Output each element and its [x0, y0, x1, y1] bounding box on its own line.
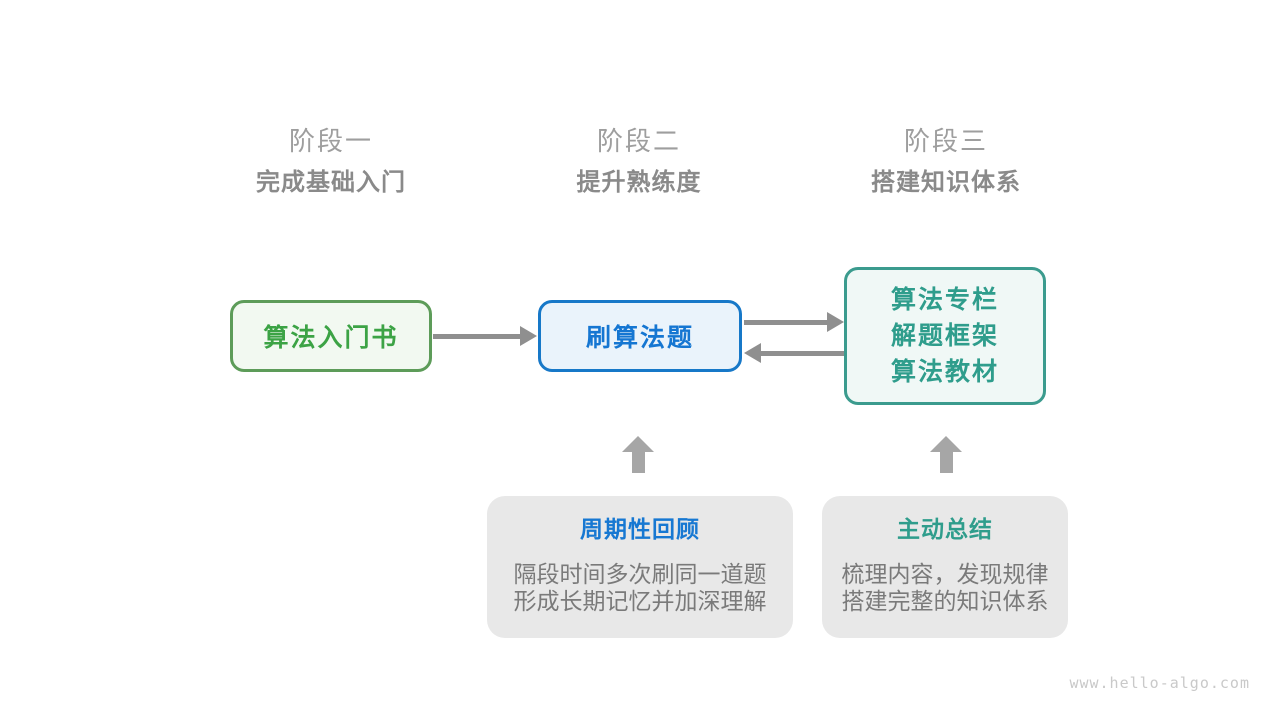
- arrow-stem: [631, 452, 645, 473]
- stage-2-header: 阶段二 提升熟练度: [479, 126, 799, 196]
- callout-summary-body-line-1: 梳理内容，发现规律: [841, 561, 1049, 587]
- node-knowledge-resources: 算法专栏 解题框架 算法教材: [844, 267, 1046, 405]
- stage-1-label: 阶段一: [288, 126, 373, 156]
- callout-review-title: 周期性回顾: [580, 516, 700, 542]
- callout-summary-title: 主动总结: [897, 516, 993, 542]
- stage-3-header: 阶段三 搭建知识体系: [786, 126, 1106, 196]
- arrow-head: [520, 326, 537, 346]
- arrow-right-icon-practice-to-resources: [744, 312, 844, 332]
- arrow-left-icon-resources-to-practice: [744, 343, 844, 363]
- callout-review-body-line-2: 形成长期记忆并加深理解: [513, 588, 767, 614]
- arrow-head: [622, 436, 654, 452]
- callout-periodic-review: 周期性回顾 隔段时间多次刷同一道题 形成长期记忆并加深理解: [487, 496, 793, 638]
- stage-1-subtitle: 完成基础入门: [256, 169, 406, 196]
- callout-summary-body-line-2: 搭建完整的知识体系: [841, 588, 1049, 614]
- stage-3-subtitle: 搭建知识体系: [871, 169, 1021, 196]
- node-intro-book-label: 算法入门书: [263, 324, 399, 352]
- node-practice-problems: 刷算法题: [538, 300, 742, 372]
- stage-1-header: 阶段一 完成基础入门: [171, 126, 491, 196]
- node-resources-line-1: 算法专栏: [890, 286, 999, 314]
- arrow-stem: [939, 452, 953, 473]
- node-resources-line-2: 解题框架: [890, 322, 999, 350]
- node-resources-line-3: 算法教材: [890, 358, 999, 386]
- arrow-up-icon-review: [622, 436, 654, 473]
- arrow-shaft: [744, 320, 829, 325]
- arrow-head: [744, 343, 761, 363]
- stage-3-label: 阶段三: [903, 126, 988, 156]
- callout-review-body-line-1: 隔段时间多次刷同一道题: [513, 561, 767, 587]
- node-intro-book: 算法入门书: [230, 300, 432, 372]
- stage-2-subtitle: 提升熟练度: [576, 169, 702, 196]
- callout-active-summary: 主动总结 梳理内容，发现规律 搭建完整的知识体系: [822, 496, 1068, 638]
- stage-2-label: 阶段二: [596, 126, 681, 156]
- callout-review-body: 隔段时间多次刷同一道题 形成长期记忆并加深理解: [487, 561, 793, 615]
- arrow-shaft: [433, 334, 522, 339]
- node-practice-label: 刷算法题: [585, 324, 694, 352]
- watermark: www.hello-algo.com: [1069, 674, 1250, 692]
- arrow-head: [827, 312, 844, 332]
- arrow-right-icon-intro-to-practice: [433, 326, 537, 346]
- callout-summary-body: 梳理内容，发现规律 搭建完整的知识体系: [822, 561, 1068, 615]
- arrow-shaft: [759, 351, 844, 356]
- arrow-up-icon-summary: [930, 436, 962, 473]
- arrow-head: [930, 436, 962, 452]
